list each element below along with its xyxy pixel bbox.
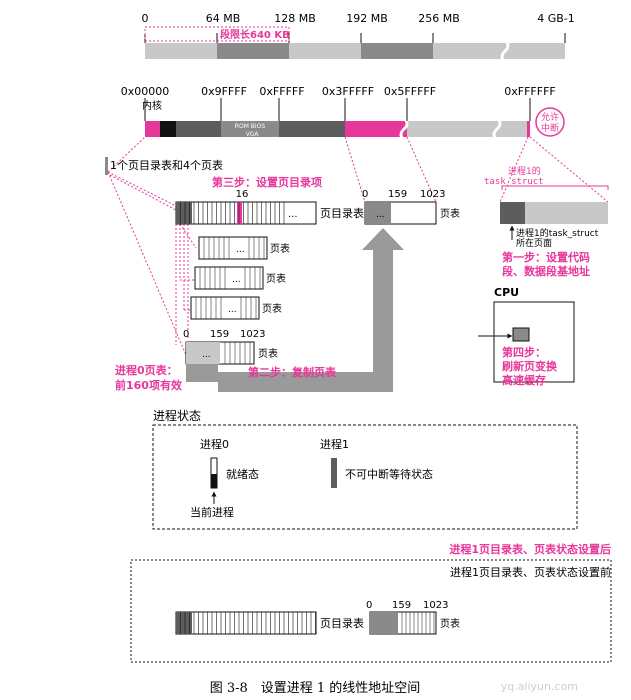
page-located-label: 所在页面	[516, 237, 552, 249]
dir-ellipsis: ...	[288, 209, 298, 220]
interrupt-badge	[535, 107, 565, 137]
figure-caption: 图 3-8 设置进程 1 的线性地址空间	[210, 680, 421, 696]
mem-tick-0x00000: 0x00000	[121, 85, 170, 98]
uninterruptible-label: 不可中断等待状态	[345, 467, 433, 481]
vga-label: VGA	[246, 131, 260, 138]
mem-tick-0xffffff: 0xFFFFFF	[504, 85, 555, 98]
top-tick-128mb: 128 MB	[274, 12, 316, 25]
table4-ellipsis: ...	[202, 350, 211, 360]
mem-tick-0x5fffff: 0x5FFFFF	[384, 85, 436, 98]
process-state-box: 进程状态 进程0 进程1 就绪态 不可中断等待状态 当前进程	[152, 408, 578, 530]
step3-label: 第三步：设置页目录项	[212, 175, 322, 189]
dir-index-16: 16	[236, 189, 249, 200]
watermark: yq.aliyun.com	[501, 680, 578, 693]
table1-label: 页表	[270, 242, 290, 255]
proc1-struct-label: 进程1的	[508, 165, 541, 177]
legend-after-label: 进程1页目录表、页表状态设置后	[449, 542, 611, 556]
table3-label: 页表	[262, 302, 282, 315]
top-tick-192mb: 192 MB	[346, 12, 388, 25]
top-tick-256mb: 256 MB	[418, 12, 460, 25]
rom-bios-label: ROM BIOS	[235, 123, 266, 130]
cpu-box: CPU 第四步： 刷新页变换 高速缓存	[478, 286, 575, 387]
step1-label-a: 第一步：设置代码	[502, 250, 590, 264]
proc0-label: 进程0	[200, 438, 229, 451]
table4-idx-1023: 1023	[240, 329, 265, 340]
current-process-label: 当前进程	[190, 505, 234, 519]
step4-label-c: 高速缓存	[502, 373, 546, 387]
legend-idx-159: 159	[392, 600, 411, 611]
step1-label-b: 段、数据段基地址	[502, 264, 590, 278]
kernel-label: 内核	[142, 99, 162, 112]
task-struct-area: 进程1的 task_struct 进程1的task_struct 所在页面 第一…	[484, 165, 609, 278]
mem-tick-0xfffff: 0xFFFFF	[259, 85, 304, 98]
process-state-title: 进程状态	[153, 408, 201, 423]
table4-idx-159: 159	[210, 329, 229, 340]
proc1-ellipsis: ...	[376, 210, 385, 220]
legend-before-label: 进程1页目录表、页表状态设置前	[450, 565, 611, 579]
proc1-page-table: ... 0 159 1023 页表	[362, 189, 460, 225]
proc1-idx-1023: 1023	[420, 189, 445, 200]
table4-idx-0: 0	[183, 329, 189, 340]
legend-box: 进程1页目录表、页表状态设置后 进程1页目录表、页表状态设置前 页目录表 0 1…	[130, 542, 612, 663]
legend-dir-label: 页目录表	[320, 616, 364, 630]
proc1-struct-page-label: 进程1的task_struct	[516, 227, 599, 239]
mem-tick-0x3fffff: 0x3FFFFF	[322, 85, 374, 98]
legend-idx-0: 0	[366, 600, 372, 611]
cpu-label: CPU	[494, 286, 519, 299]
copy-arrow	[186, 228, 404, 392]
table2-ellipsis: ...	[232, 275, 241, 285]
proc1-idx-0: 0	[362, 189, 368, 200]
proc0-tables-label: 进程0页表：	[115, 363, 178, 377]
top-tick-64mb: 64 MB	[206, 12, 241, 25]
mem-tick-0x9ffff: 0x9FFFF	[201, 85, 247, 98]
interrupt-label-line2: 中断	[541, 122, 559, 134]
dir-and-tables-label: 1个页目录表和4个页表	[110, 158, 223, 172]
step2-label: 第二步：复制页表	[248, 365, 337, 379]
page-directory: 16 ... 页目录表	[175, 189, 364, 225]
table1-ellipsis: ...	[236, 245, 245, 255]
legend-idx-1023: 1023	[423, 600, 448, 611]
page-dir-label: 页目录表	[320, 206, 364, 220]
top-address-bar: 0 64 MB 128 MB 192 MB 256 MB 4 GB-1 段限长6…	[142, 12, 575, 64]
table2-label: 页表	[266, 272, 286, 285]
proc1-table-label: 页表	[440, 207, 460, 220]
connection-lines	[107, 136, 609, 356]
step4-label-b: 刷新页变换	[502, 359, 558, 373]
page-table-stack: ... 页表 ... 页表 ... 页表 ... 页表 0 159 1023	[183, 236, 290, 365]
segment-limit-label: 段限长640 KB	[220, 28, 290, 41]
task-struct-label: task_struct	[484, 177, 544, 187]
legend-table-label: 页表	[440, 617, 460, 630]
table3-ellipsis: ...	[228, 305, 237, 315]
interrupt-label-line1: 允许	[541, 111, 559, 123]
table4-label: 页表	[258, 347, 278, 360]
proc1-idx-159: 159	[388, 189, 407, 200]
proc0-valid-label: 前160项有效	[115, 378, 183, 392]
top-tick-4gb: 4 GB-1	[537, 12, 575, 25]
memory-bar: 0x00000 0x9FFFF 0xFFFFF 0x3FFFFF 0x5FFFF…	[121, 85, 565, 142]
step4-label-a: 第四步：	[502, 345, 546, 359]
ready-label: 就绪态	[226, 467, 259, 481]
top-tick-0: 0	[142, 12, 149, 25]
proc1-label: 进程1	[320, 438, 349, 451]
